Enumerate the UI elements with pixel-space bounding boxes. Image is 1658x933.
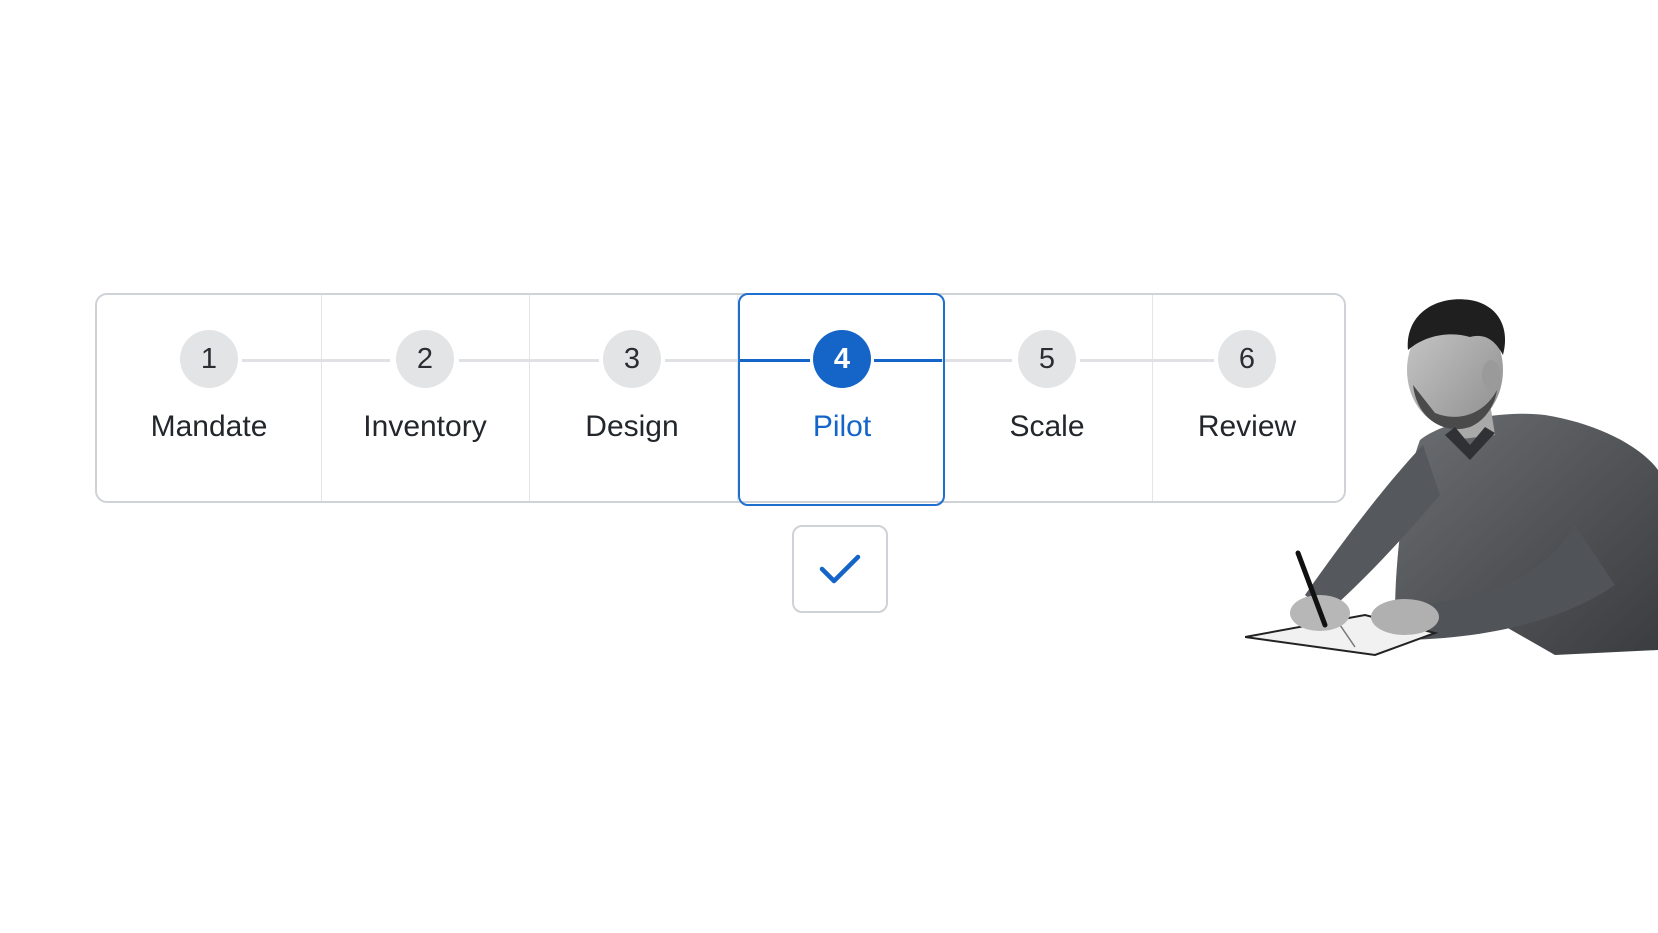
step-label: Design <box>585 410 679 443</box>
step-connector <box>242 359 390 362</box>
step-number: 2 <box>396 330 454 388</box>
step-label: Inventory <box>363 410 487 443</box>
checkmark-icon <box>819 554 861 584</box>
step-label: Review <box>1197 410 1297 443</box>
step-number: 6 <box>1218 330 1276 388</box>
step-connector <box>459 359 599 362</box>
step-connector-active <box>874 359 942 362</box>
step-label: Scale <box>1009 410 1085 443</box>
step-connector-active <box>740 359 810 362</box>
person-photo <box>1245 299 1658 657</box>
step-number: 3 <box>603 330 661 388</box>
step-number: 5 <box>1018 330 1076 388</box>
stepper: 1 Mandate 2 Inventory 3 Design 4 Pilot 5… <box>95 293 1346 503</box>
step-connector <box>665 359 740 362</box>
step-divider <box>737 295 738 501</box>
step-label-active: Pilot <box>812 410 872 443</box>
step-number: 1 <box>180 330 238 388</box>
step-connector <box>1080 359 1214 362</box>
confirm-button[interactable] <box>792 525 888 613</box>
step-divider <box>321 295 322 501</box>
step-label: Mandate <box>150 410 268 443</box>
step-connector <box>942 359 1012 362</box>
step-divider <box>529 295 530 501</box>
step-number-active: 4 <box>813 330 871 388</box>
step-divider <box>1152 295 1153 501</box>
